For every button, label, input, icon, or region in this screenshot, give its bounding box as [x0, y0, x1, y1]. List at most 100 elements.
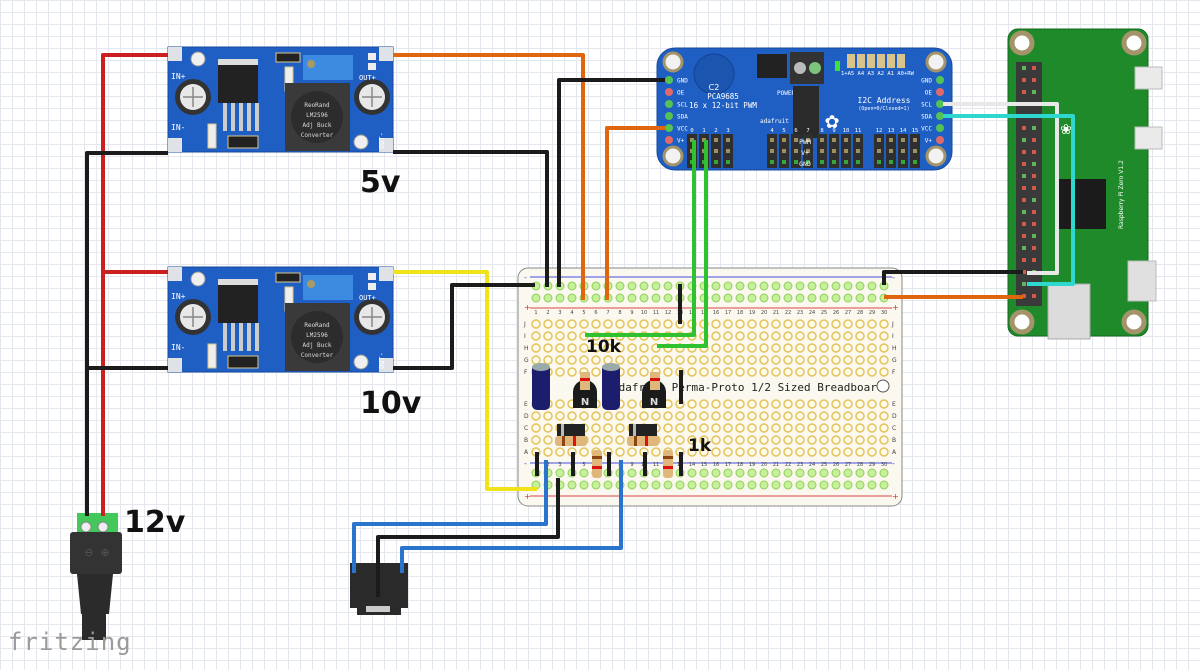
rail-hole[interactable]: [723, 281, 733, 291]
gpio-pin[interactable]: [1032, 222, 1036, 226]
strip-hole[interactable]: [855, 355, 865, 365]
gpio-pin[interactable]: [1032, 150, 1036, 154]
strip-hole[interactable]: [699, 399, 709, 409]
rail-hole[interactable]: [687, 480, 697, 490]
gpio-pin[interactable]: [1032, 198, 1036, 202]
strip-hole[interactable]: [603, 319, 613, 329]
strip-hole[interactable]: [567, 367, 577, 377]
strip-hole[interactable]: [855, 367, 865, 377]
strip-hole[interactable]: [723, 423, 733, 433]
strip-hole[interactable]: [771, 331, 781, 341]
rail-hole[interactable]: [771, 293, 781, 303]
strip-hole[interactable]: [747, 331, 757, 341]
rail-hole[interactable]: [843, 293, 853, 303]
strip-hole[interactable]: [735, 331, 745, 341]
rail-hole[interactable]: [687, 468, 697, 478]
strip-hole[interactable]: [711, 343, 721, 353]
wire-black[interactable]: [882, 270, 1023, 285]
pwm-pin-sda[interactable]: [665, 112, 673, 120]
gpio-pin[interactable]: [1022, 210, 1026, 214]
strip-hole[interactable]: [735, 343, 745, 353]
gpio-pin[interactable]: [1022, 174, 1026, 178]
strip-hole[interactable]: [879, 411, 889, 421]
strip-hole[interactable]: [867, 367, 877, 377]
resistor[interactable]: [627, 436, 659, 446]
gpio-pin[interactable]: [1022, 150, 1026, 154]
wire-blue[interactable]: [352, 460, 548, 573]
strip-hole[interactable]: [567, 331, 577, 341]
strip-hole[interactable]: [591, 435, 601, 445]
strip-hole[interactable]: [843, 399, 853, 409]
gpio-pin[interactable]: [1022, 282, 1026, 286]
rail-hole[interactable]: [591, 480, 601, 490]
resistor[interactable]: [650, 372, 660, 390]
strip-hole[interactable]: [807, 355, 817, 365]
rail-hole[interactable]: [639, 281, 649, 291]
strip-hole[interactable]: [771, 399, 781, 409]
wire-orange[interactable]: [605, 126, 665, 300]
strip-hole[interactable]: [723, 447, 733, 457]
rail-hole[interactable]: [759, 293, 769, 303]
rail-hole[interactable]: [699, 468, 709, 478]
rail-hole[interactable]: [819, 293, 829, 303]
strip-hole[interactable]: [627, 399, 637, 409]
strip-hole[interactable]: [843, 367, 853, 377]
rail-hole[interactable]: [831, 293, 841, 303]
strip-hole[interactable]: [615, 343, 625, 353]
strip-hole[interactable]: [747, 399, 757, 409]
strip-hole[interactable]: [531, 411, 541, 421]
strip-hole[interactable]: [831, 331, 841, 341]
pwm-pin-scl[interactable]: [665, 100, 673, 108]
rail-hole[interactable]: [855, 480, 865, 490]
gpio-pin[interactable]: [1022, 270, 1026, 274]
strip-hole[interactable]: [711, 399, 721, 409]
rail-hole[interactable]: [579, 468, 589, 478]
strip-hole[interactable]: [555, 447, 565, 457]
pwm-pin-scl[interactable]: [936, 100, 944, 108]
rail-hole[interactable]: [723, 480, 733, 490]
strip-hole[interactable]: [807, 343, 817, 353]
strip-hole[interactable]: [819, 435, 829, 445]
rail-hole[interactable]: [843, 480, 853, 490]
rail-hole[interactable]: [651, 281, 661, 291]
strip-hole[interactable]: [699, 367, 709, 377]
gpio-pin[interactable]: [1032, 210, 1036, 214]
gpio-pin[interactable]: [1032, 138, 1036, 142]
strip-hole[interactable]: [843, 319, 853, 329]
gpio-pin[interactable]: [1022, 90, 1026, 94]
rail-hole[interactable]: [819, 480, 829, 490]
strip-hole[interactable]: [723, 319, 733, 329]
rail-hole[interactable]: [819, 281, 829, 291]
strip-hole[interactable]: [879, 331, 889, 341]
strip-hole[interactable]: [759, 355, 769, 365]
strip-hole[interactable]: [699, 435, 709, 445]
rail-hole[interactable]: [639, 480, 649, 490]
rail-hole[interactable]: [783, 293, 793, 303]
strip-hole[interactable]: [687, 367, 697, 377]
strip-hole[interactable]: [795, 447, 805, 457]
rail-hole[interactable]: [831, 480, 841, 490]
rail-hole[interactable]: [627, 480, 637, 490]
strip-hole[interactable]: [867, 411, 877, 421]
gpio-pin[interactable]: [1022, 78, 1026, 82]
strip-hole[interactable]: [831, 423, 841, 433]
strip-hole[interactable]: [627, 343, 637, 353]
strip-hole[interactable]: [651, 319, 661, 329]
strip-hole[interactable]: [711, 331, 721, 341]
strip-hole[interactable]: [879, 343, 889, 353]
gpio-pin[interactable]: [1022, 198, 1026, 202]
strip-hole[interactable]: [771, 435, 781, 445]
strip-hole[interactable]: [855, 411, 865, 421]
strip-hole[interactable]: [819, 319, 829, 329]
gpio-pin[interactable]: [1022, 258, 1026, 262]
strip-hole[interactable]: [555, 319, 565, 329]
strip-hole[interactable]: [771, 319, 781, 329]
strip-hole[interactable]: [531, 435, 541, 445]
rail-hole[interactable]: [615, 293, 625, 303]
raspberry-pi-zero[interactable]: Raspberry Pi Zero V1.2 ❀: [1007, 28, 1163, 340]
strip-hole[interactable]: [819, 331, 829, 341]
rail-hole[interactable]: [867, 293, 877, 303]
gpio-pin[interactable]: [1022, 246, 1026, 250]
strip-hole[interactable]: [747, 423, 757, 433]
rail-hole[interactable]: [771, 480, 781, 490]
